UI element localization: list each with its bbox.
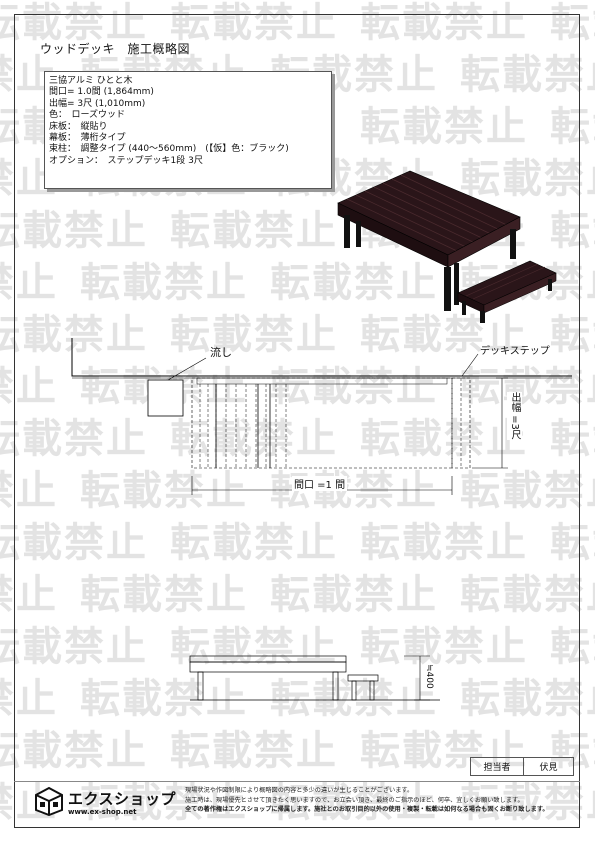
spec-line: オプション： ステップデッキ1段 3尺 [49,155,203,166]
spec-line: 間口= 1.0間 (1,864mm) [49,87,154,98]
width-label: 間口 =1 間 [292,476,348,491]
note-line: 全ての著作権はエクスショップに帰属します。施社とのお取引目的以外の使用・複製・転… [185,806,549,813]
drain-label: 流し [210,346,232,359]
deck-illustration [337,170,557,323]
signature-name: 伏見 [539,763,558,773]
spec-line: 床板： 縦貼り [49,121,108,132]
height-label: ≒400 [424,664,434,689]
logo-name: エクスショップ [68,790,177,808]
step-label: デッキステップ [480,346,550,357]
spec-line: 幕板： 薄桁タイプ [49,133,126,144]
spec-line: 三協アルミ ひとと木 [49,76,133,86]
footer-notes: 現場状況や作図制限により概略図の内容と多少の違いが生じることがございます。 施工… [185,786,549,815]
ex-shop-logo-icon [35,786,63,816]
signature-role: 担当者 [471,758,524,775]
page-frame [14,14,580,828]
spec-line: 束柱： 調整タイプ (440～560mm) (【仮】色：ブラック) [49,144,289,155]
page-title: ウッドデッキ 施工概略図 [40,42,191,56]
footer-divider [14,781,580,782]
elevation-drawing [189,655,440,701]
spec-line: 出幅= 3尺 (1,010mm) [49,98,146,109]
spec-line: 色： ローズウッド [49,110,126,121]
note-line: 現場状況や作図制限により概略図の内容と多少の違いが生じることがございます。 [185,787,414,794]
depth-label: 出幅 =3尺 [507,392,522,440]
plan-view-drawing [71,338,572,495]
spec-box: 三協アルミ ひとと木 間口= 1.0間 (1,864mm) 出幅= 3尺 (1,… [44,71,332,189]
signature-box: 担当者 伏見 [470,757,574,776]
logo-url: www.ex-shop.net [68,808,137,816]
note-line: 施工時は、現場優先とさせて頂きたく思いますので、お立会い頂き、最終のご指示のほど… [185,796,524,804]
